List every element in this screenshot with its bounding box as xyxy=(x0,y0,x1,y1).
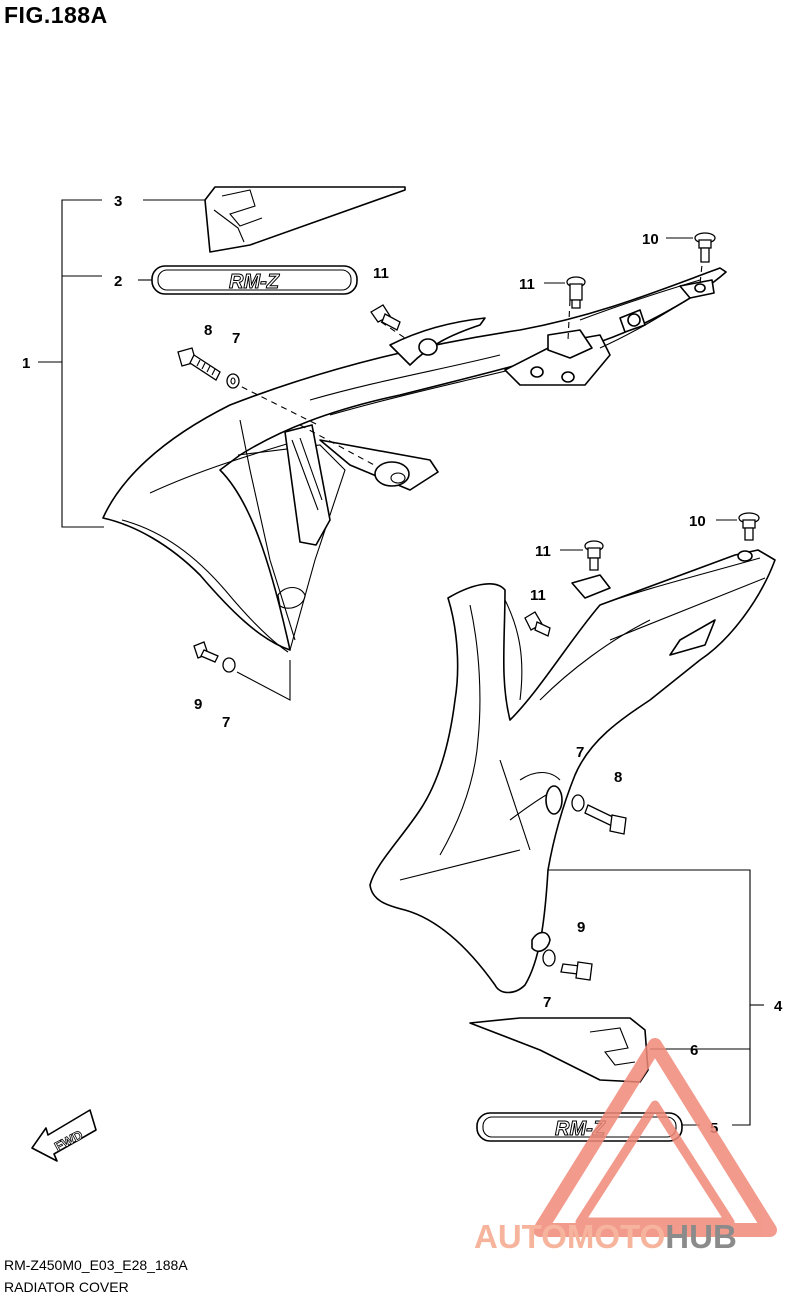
callout-11-upper-right: 11 xyxy=(519,276,535,293)
washer-7-lower-left xyxy=(222,657,236,673)
callout-11-lower-b: 11 xyxy=(530,587,546,604)
figure-code: RM-Z450M0_E03_E28_188A xyxy=(4,1257,188,1273)
callout-6: 6 xyxy=(690,1042,698,1059)
bolt-10-upper xyxy=(694,232,716,263)
figure-name: RADIATOR COVER xyxy=(4,1279,129,1295)
watermark-triangle-inner xyxy=(575,1100,735,1227)
rmz-emblem-2-text: RM-Z xyxy=(229,271,280,293)
callout-7-right-upper: 7 xyxy=(576,744,584,761)
washer-7-upper xyxy=(226,373,240,389)
callout-3: 3 xyxy=(114,193,122,210)
bolt-8-upper xyxy=(177,347,221,381)
watermark-text-automoto: AUTOMOTO xyxy=(474,1218,665,1255)
callout-11-lower-a: 11 xyxy=(535,543,551,560)
callout-2: 2 xyxy=(114,273,122,290)
callout-8-upper: 8 xyxy=(204,322,212,339)
upper-radiator-cover xyxy=(102,254,727,653)
rmz-emblem-5: RM-Z xyxy=(476,1112,683,1142)
figure-title: FIG.188A xyxy=(4,2,108,28)
callout-7-right-lower: 7 xyxy=(543,994,551,1011)
bolt-8-right xyxy=(584,804,627,835)
callout-9-upper: 9 xyxy=(194,696,202,713)
shroud-decal-6 xyxy=(469,1017,649,1083)
callout-10-lower: 10 xyxy=(689,513,706,530)
callout-1: 1 xyxy=(22,355,30,372)
callout-9-right: 9 xyxy=(577,919,585,936)
callout-10-upper: 10 xyxy=(642,231,659,248)
callout-4: 4 xyxy=(774,998,783,1015)
watermark-logo: AUTOMOTOHUB xyxy=(474,1038,777,1255)
washer-7-right-upper xyxy=(571,794,585,812)
watermark-text-hub: HUB xyxy=(665,1218,737,1255)
svg-text:AUTOMOTOHUB: AUTOMOTOHUB xyxy=(474,1218,737,1255)
callout-7-upper: 7 xyxy=(232,330,240,347)
callout-7-lower-left: 7 xyxy=(222,714,230,731)
washer-7-right-lower xyxy=(542,949,556,967)
fwd-arrow: FWD xyxy=(31,1109,97,1162)
shroud-decal-3 xyxy=(204,186,406,253)
bolt-11-lower-a xyxy=(584,540,604,571)
lower-radiator-cover xyxy=(369,549,776,994)
bolt-11-lower-b xyxy=(524,611,551,637)
bolt-9-upper xyxy=(193,641,219,663)
bolt-9-right xyxy=(560,961,593,981)
rmz-emblem-2: RM-Z xyxy=(151,265,358,295)
bolt-10-lower xyxy=(738,512,760,541)
callout-11-upper-left: 11 xyxy=(373,265,389,282)
callout-8-right: 8 xyxy=(614,769,622,786)
bolt-11-upper-left xyxy=(370,304,401,331)
bolt-11-upper-right xyxy=(566,276,586,309)
watermark-triangle-outer xyxy=(533,1038,777,1237)
